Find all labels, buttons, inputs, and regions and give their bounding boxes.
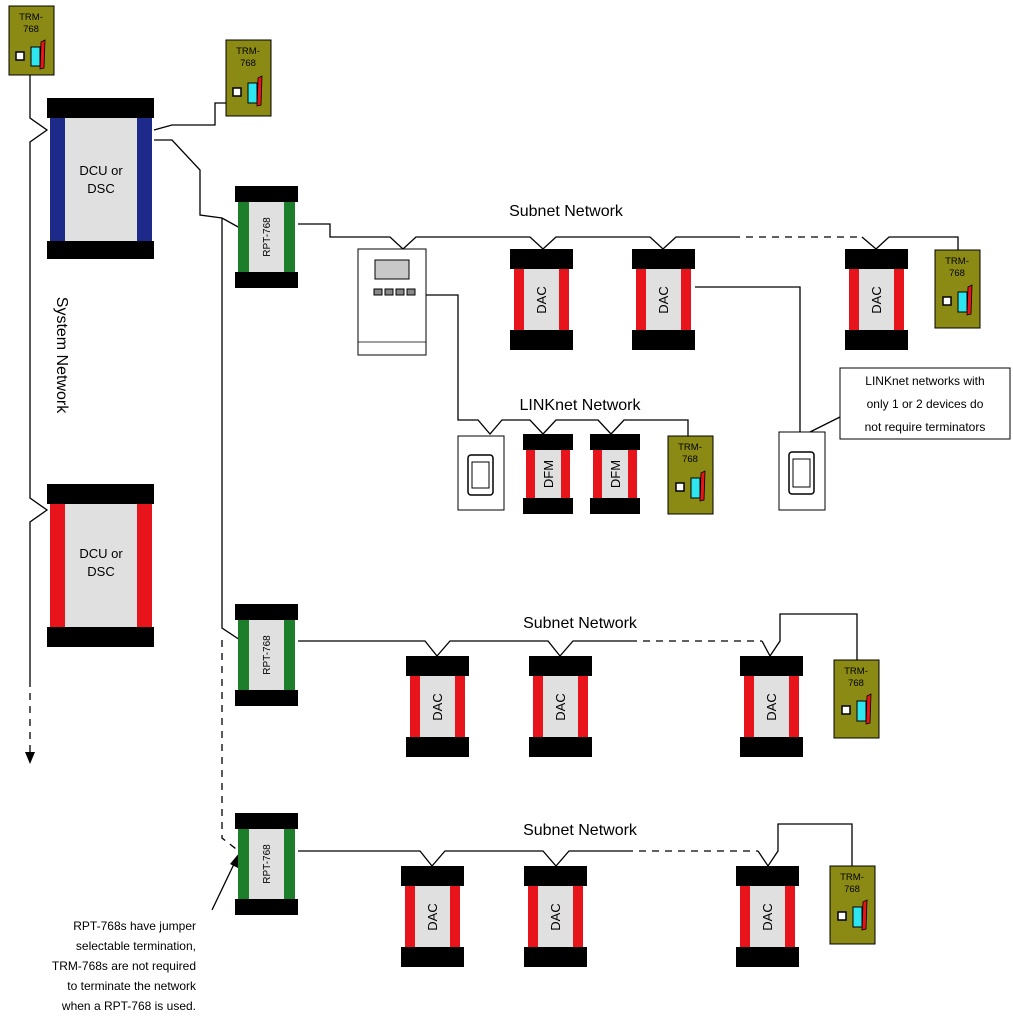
keypad-controller	[357, 248, 427, 356]
svg-text:DAC: DAC	[425, 903, 440, 930]
wire-rpt1-rpt2	[221, 218, 241, 641]
svg-text:TRM-: TRM-	[840, 872, 864, 883]
svg-text:TRM-: TRM-	[19, 12, 43, 23]
dac-subnet-2-c: DAC	[740, 656, 803, 757]
dac-subnet-3-a: DAC	[401, 866, 464, 967]
dcu-2-label-line2: DSC	[87, 564, 114, 579]
rpt-768-1: RPT-768	[235, 186, 298, 288]
svg-text:TRM-: TRM-	[236, 46, 260, 57]
svg-text:RPT-768: RPT-768	[262, 217, 273, 257]
dcu-controller-1: DCU or DSC	[47, 98, 154, 259]
dac-subnet-1-a: DAC	[510, 249, 573, 350]
svg-text:TRM-: TRM-	[844, 666, 868, 677]
rpt-note-line5: when a RPT-768 is used.	[61, 999, 196, 1013]
rpt-note-line4: to terminate the network	[67, 979, 197, 993]
subnet-3-wire-b	[757, 823, 853, 868]
svg-text:DAC: DAC	[760, 903, 775, 930]
svg-text:768: 768	[949, 268, 965, 279]
svg-text:RPT-768: RPT-768	[262, 635, 273, 675]
svg-text:RPT-768: RPT-768	[262, 844, 273, 884]
wire-rpt2-rpt3	[221, 640, 241, 853]
dac-subnet-2-b: DAC	[529, 656, 592, 757]
svg-text:DAC: DAC	[764, 693, 779, 720]
rpt-note-line2: selectable termination,	[76, 939, 196, 953]
dac-subnet-3-b: DAC	[524, 866, 587, 967]
system-network-arrow	[25, 752, 35, 764]
dfm-module-1: DFM	[523, 434, 573, 514]
svg-text:TRM-: TRM-	[678, 442, 702, 453]
linknet-note-line2: only 1 or 2 devices do	[867, 397, 984, 411]
svg-text:DAC: DAC	[553, 693, 568, 720]
rpt-note-line1: RPT-768s have jumper	[73, 919, 196, 933]
subnet-1-wire-a	[298, 223, 733, 250]
svg-text:DFM: DFM	[608, 460, 623, 488]
svg-text:TRM-: TRM-	[945, 256, 969, 267]
rpt-note-arrowhead	[230, 852, 240, 868]
dac-subnet-1-b: DAC	[632, 249, 695, 350]
subnet-3-label: Subnet Network	[523, 822, 638, 839]
system-network-trunk	[29, 75, 49, 680]
subnet-1-label: Subnet Network	[509, 203, 624, 220]
rpt-note-line3: TRM-768s are not required	[52, 959, 196, 973]
linknet-wall-device-2	[778, 431, 826, 511]
wire-dcu-rpt1	[154, 139, 241, 229]
subnet-2-wire-b	[761, 613, 858, 660]
svg-text:768: 768	[23, 24, 39, 35]
dcu-controller-2: DCU or DSC	[47, 484, 154, 647]
trm-768-linknet: TRM- 768	[667, 435, 714, 515]
linknet-note-line1: LINKnet networks with	[865, 374, 984, 388]
rpt-note-pointer	[211, 863, 235, 911]
svg-text:768: 768	[844, 884, 860, 895]
svg-text:768: 768	[848, 678, 864, 689]
svg-text:DAC: DAC	[534, 286, 549, 313]
trm-768-top-left: TRM- 768	[8, 5, 55, 76]
rpt-note: RPT-768s have jumper selectable terminat…	[52, 919, 197, 1013]
linknet-label: LINKnet Network	[520, 397, 642, 414]
linknet-note-line3: not require terminators	[865, 420, 986, 434]
linknet-wall-device-1	[457, 435, 505, 511]
wire-dcu-trm	[153, 102, 232, 131]
subnet-2-wire-a	[298, 640, 630, 658]
linknet-wire	[426, 294, 689, 436]
dac-subnet-3-c: DAC	[736, 866, 799, 967]
svg-text:DAC: DAC	[869, 286, 884, 313]
subnet-1-wire-b	[861, 236, 959, 250]
dcu-2-label-line1: DCU or	[79, 546, 123, 561]
linknet-note-box: LINKnet networks with only 1 or 2 device…	[839, 367, 1011, 440]
note-pointer	[809, 416, 841, 433]
subnet-2-label: Subnet Network	[523, 615, 638, 632]
dac-linknet-wire	[695, 286, 801, 432]
dac-subnet-2-a: DAC	[406, 656, 469, 757]
dac-subnet-1-c: DAC	[845, 249, 908, 350]
trm-768-subnet-1: TRM- 768	[934, 249, 981, 329]
svg-text:768: 768	[682, 454, 698, 465]
dfm-module-2: DFM	[590, 434, 640, 514]
trm-768-subnet-3: TRM- 768	[829, 865, 876, 945]
subnet-3-wire-a	[298, 850, 626, 868]
svg-text:DAC: DAC	[548, 903, 563, 930]
system-network-label: System Network	[53, 297, 70, 414]
wiring	[25, 75, 959, 911]
svg-text:DAC: DAC	[656, 286, 671, 313]
dcu-1-label-line1: DCU or	[79, 163, 123, 178]
svg-text:DAC: DAC	[430, 693, 445, 720]
trm-768-subnet-2: TRM- 768	[833, 659, 880, 739]
svg-text:768: 768	[240, 58, 256, 69]
trm-768-top-center: TRM- 768	[225, 39, 272, 117]
svg-text:DFM: DFM	[541, 460, 556, 488]
rpt-768-2: RPT-768	[235, 604, 298, 706]
rpt-768-3: RPT-768	[235, 813, 298, 915]
dcu-1-label-line2: DSC	[87, 181, 114, 196]
